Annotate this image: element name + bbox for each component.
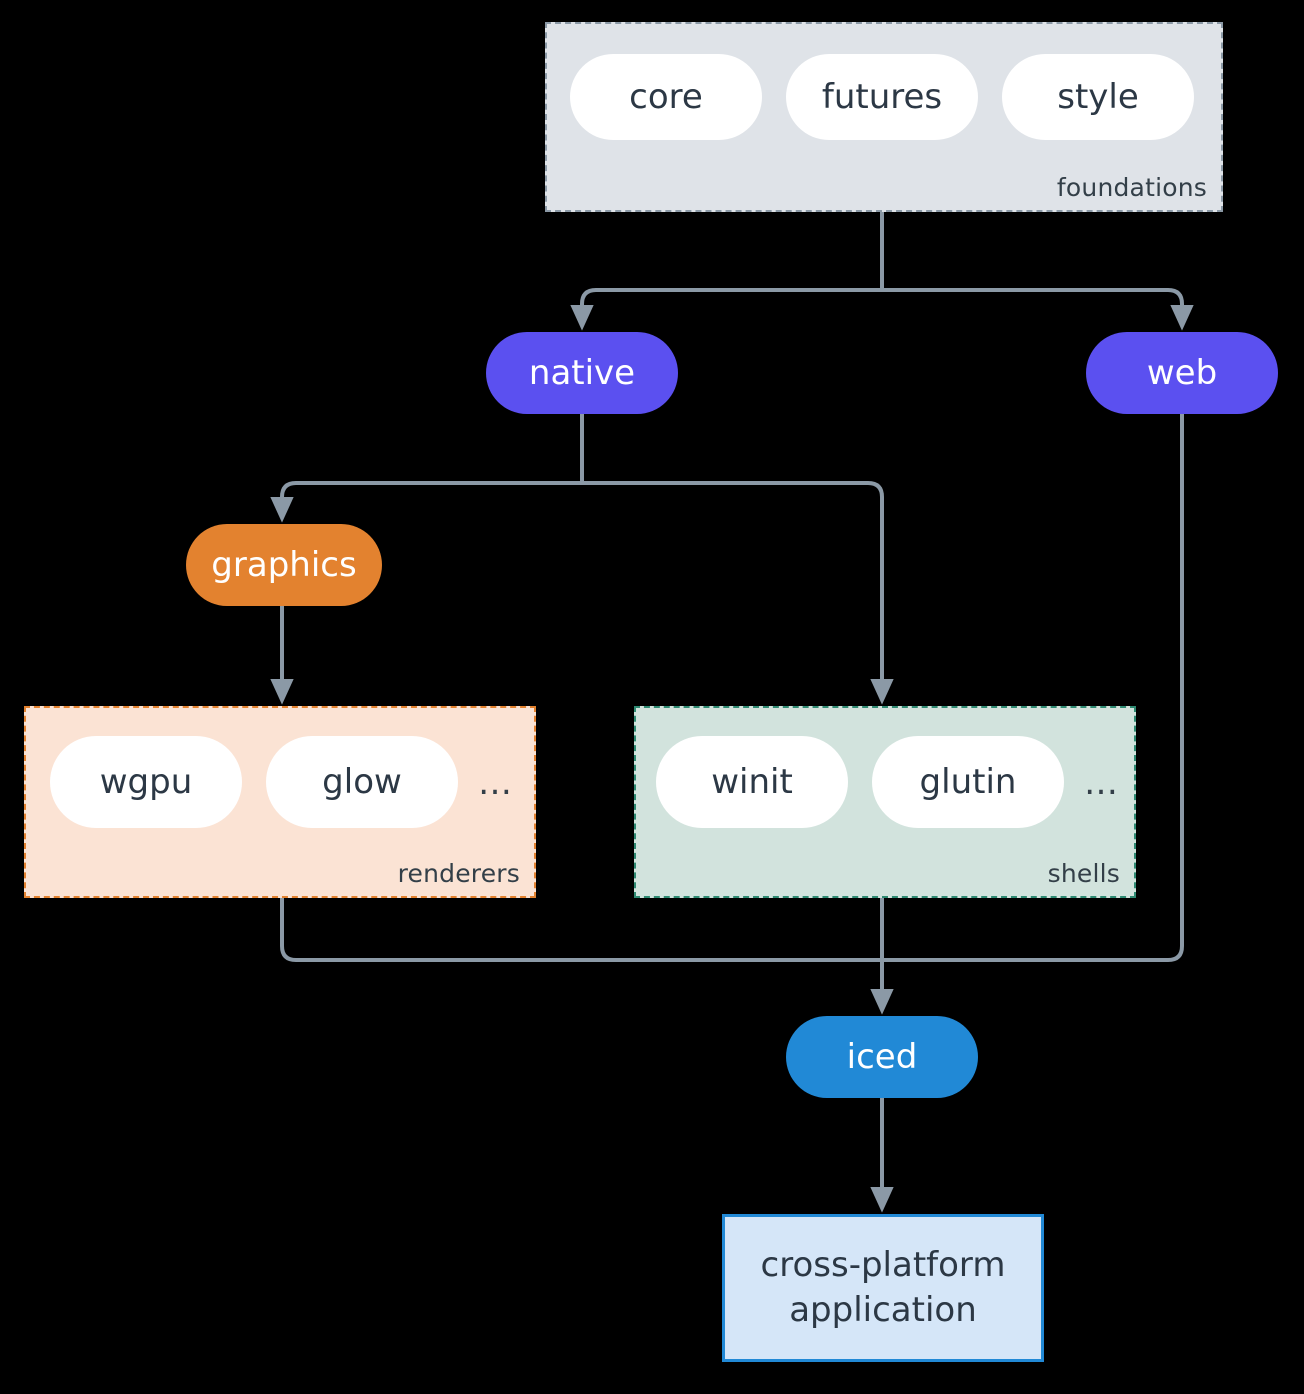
edge-native-to-shells [582,481,894,705]
node-label-core: core [629,77,703,117]
node-style[interactable]: style [1002,54,1194,140]
shells-ellipsis: … [1084,763,1118,803]
node-wgpu[interactable]: wgpu [50,736,242,828]
node-cross-platform-application[interactable]: cross-platform application [722,1214,1044,1362]
node-label-native: native [528,353,636,393]
edge-foundations-to-web [882,288,1194,331]
node-label-glow: glow [322,762,402,802]
node-label-iced: iced [846,1037,918,1077]
node-web[interactable]: web [1086,332,1278,414]
node-native[interactable]: native [486,332,678,414]
cluster-label-foundations: foundations [1056,173,1207,202]
node-label-wgpu: wgpu [99,762,193,802]
node-futures[interactable]: futures [786,54,978,140]
node-winit[interactable]: winit [656,736,848,828]
node-label-winit: winit [711,762,793,802]
node-core[interactable]: core [570,54,762,140]
cluster-label-renderers: renderers [397,859,520,888]
cluster-label-shells: shells [1047,859,1120,888]
edge-renderers-to-iced [280,898,882,962]
node-iced[interactable]: iced [786,1016,978,1098]
node-graphics[interactable]: graphics [186,524,382,606]
node-label-glutin: glutin [919,762,1017,802]
application-line-2: application [789,1290,977,1330]
node-label-futures: futures [821,77,943,117]
node-label-web: web [1146,353,1218,393]
application-line-1: cross-platform [760,1245,1006,1286]
node-label-style: style [1057,77,1139,117]
edge-foundations-to-native [570,288,882,331]
renderers-ellipsis: … [478,763,512,803]
node-label-graphics: graphics [211,545,357,585]
edge-native-to-graphics [270,481,582,523]
node-glow[interactable]: glow [266,736,458,828]
node-glutin[interactable]: glutin [872,736,1064,828]
